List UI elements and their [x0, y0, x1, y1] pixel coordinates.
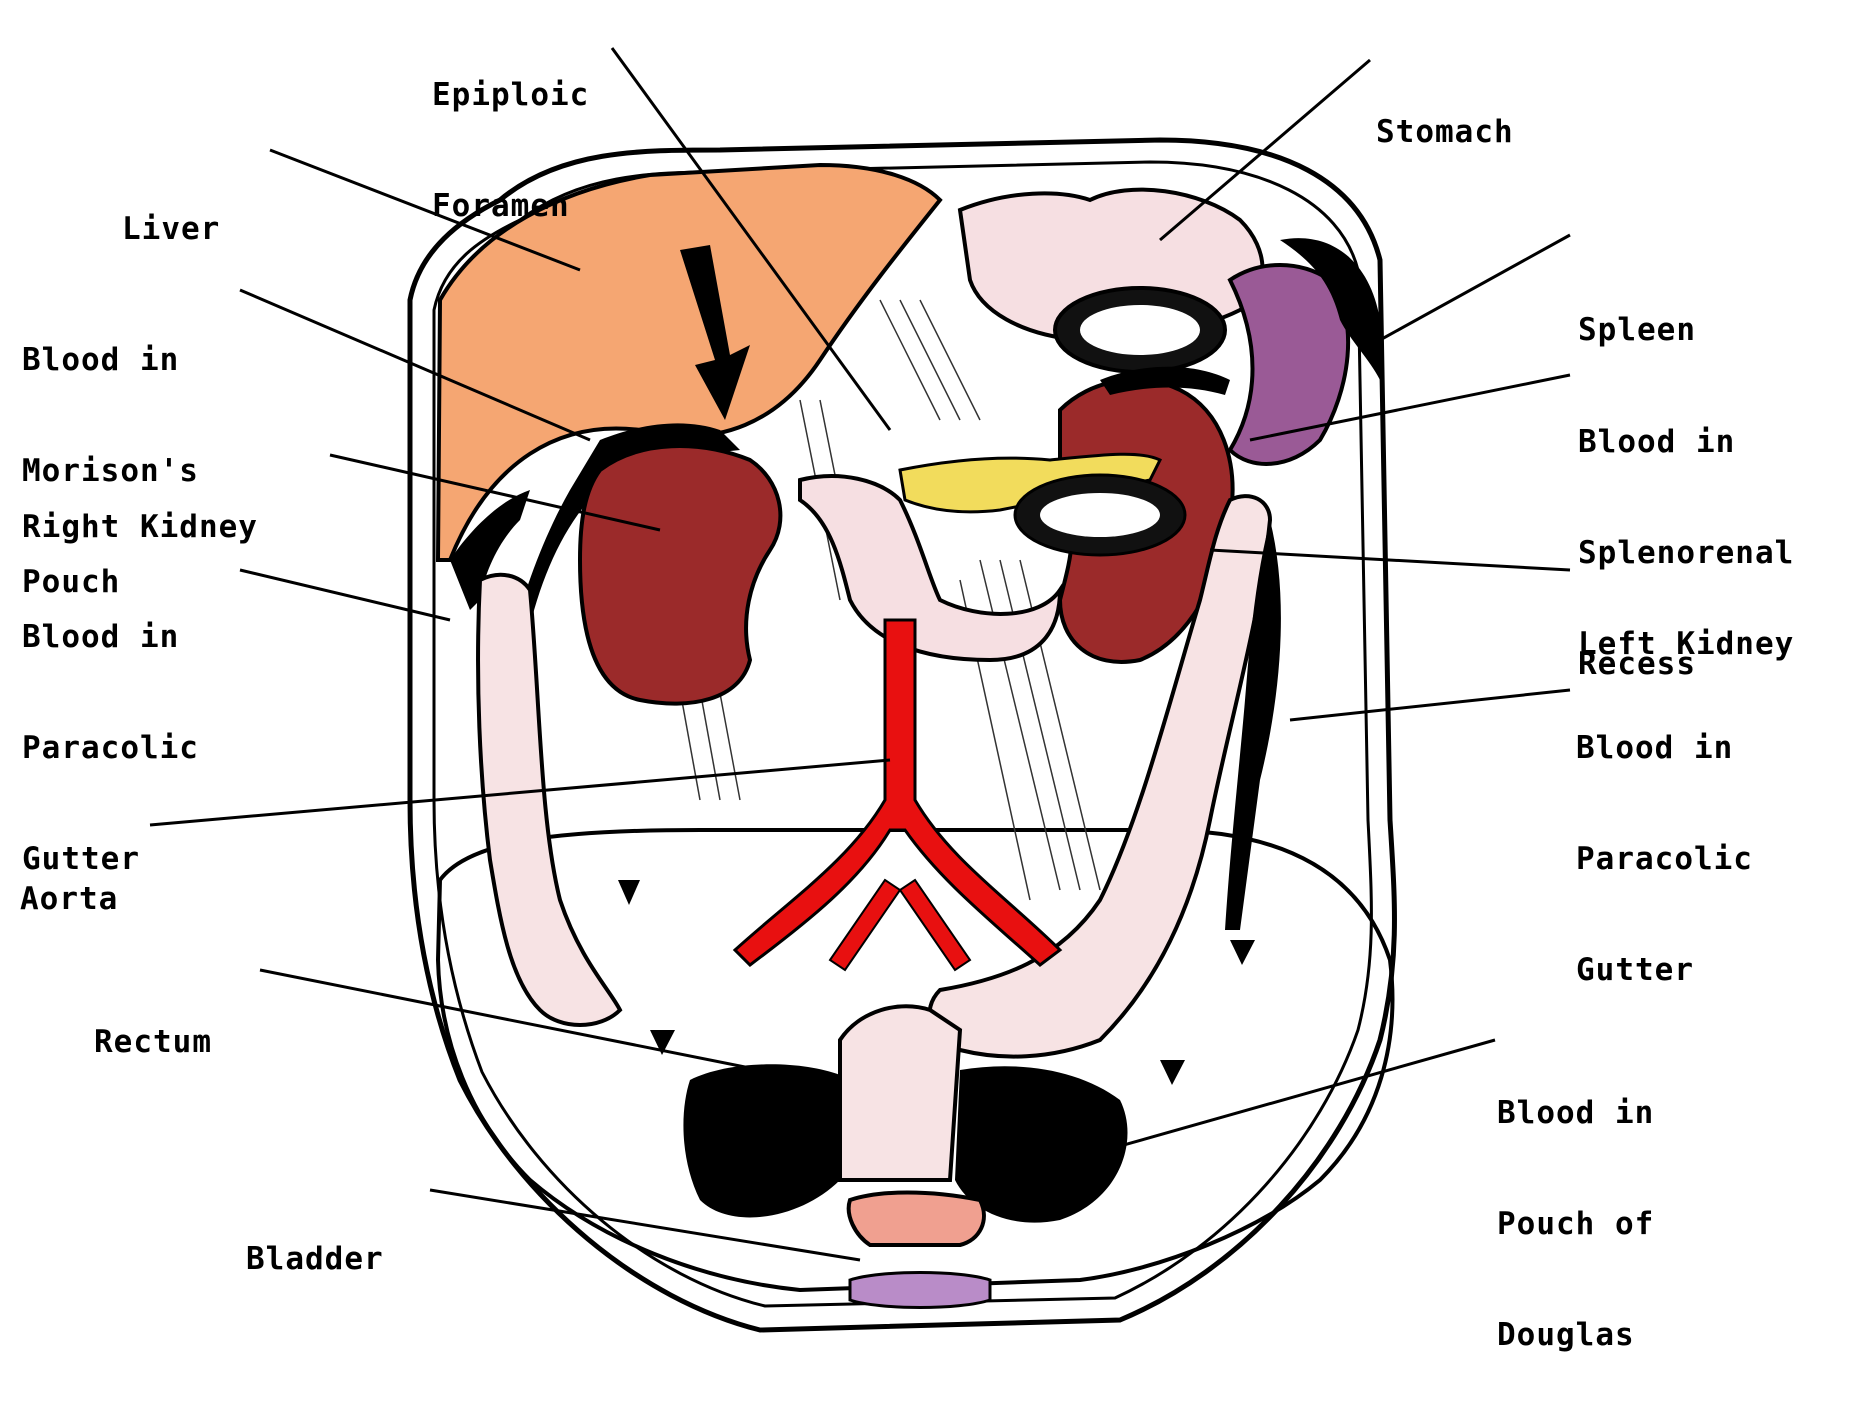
label-blood-pouch-of-douglas: Blood in Pouch of Douglas	[1497, 1021, 1654, 1391]
right-kidney	[580, 446, 780, 704]
label-bladder: Bladder	[246, 1167, 384, 1315]
label-liver: Liver	[122, 137, 220, 285]
label-rectum: Rectum	[94, 950, 212, 1098]
label-epiploic-foramen: Epiploic Foramen	[432, 3, 589, 262]
label-stomach: Stomach	[1376, 40, 1514, 188]
rectum	[840, 1006, 960, 1180]
bladder	[849, 1193, 984, 1246]
label-blood-paracolic-gutter-left: Blood in Paracolic Gutter	[1576, 656, 1753, 1026]
uterus	[850, 1273, 990, 1308]
label-aorta: Aorta	[20, 807, 118, 955]
